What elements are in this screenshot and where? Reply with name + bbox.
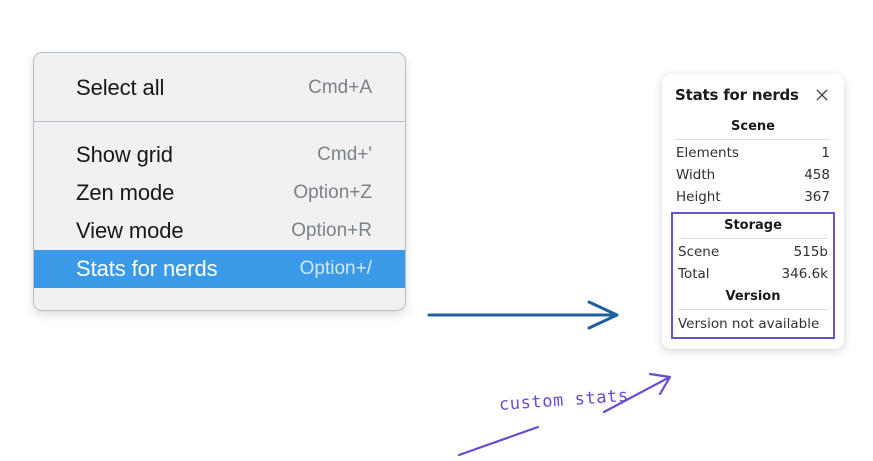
section-title-scene: Scene bbox=[731, 119, 775, 134]
section-rule bbox=[678, 238, 828, 239]
close-icon[interactable] bbox=[814, 87, 830, 103]
stat-label: Elements bbox=[676, 145, 739, 161]
menu-item-zen-mode[interactable]: Zen mode Option+Z bbox=[34, 174, 405, 212]
panel-header: Stats for nerds bbox=[675, 86, 831, 104]
stat-row-storage-scene: Scene 515b bbox=[677, 241, 829, 263]
blue-arrow-to-panel bbox=[427, 300, 619, 330]
menu-item-label: View mode bbox=[76, 218, 184, 243]
stat-label: Total bbox=[678, 266, 710, 282]
stat-value: 367 bbox=[804, 189, 830, 205]
stat-value: 1 bbox=[821, 145, 830, 161]
stat-label: Scene bbox=[678, 244, 720, 260]
menu-item-label: Select all bbox=[76, 75, 165, 100]
menu-item-select-all[interactable]: Select all Cmd+A bbox=[34, 69, 405, 107]
stat-value: 346.6k bbox=[781, 266, 828, 282]
stat-value: 515b bbox=[793, 244, 828, 260]
section-title-storage: Storage bbox=[724, 218, 782, 233]
menu-group-1: Select all Cmd+A bbox=[34, 53, 405, 121]
menu-item-shortcut: Option+R bbox=[291, 220, 372, 241]
custom-stats-block: Storage Scene 515b Total 346.6k Version … bbox=[671, 212, 835, 339]
menu-footer-spacer bbox=[34, 288, 405, 310]
menu-item-label: Stats for nerds bbox=[76, 256, 218, 281]
menu-item-shortcut: Cmd+' bbox=[317, 144, 372, 165]
menu-item-show-grid[interactable]: Show grid Cmd+' bbox=[34, 136, 405, 174]
section-rule bbox=[676, 139, 830, 140]
version-note: Version not available bbox=[678, 316, 820, 332]
stat-label: Height bbox=[676, 189, 721, 205]
section-rule bbox=[678, 309, 828, 310]
menu-item-label: Show grid bbox=[76, 142, 173, 167]
annotation-label-custom-stats: custom stats bbox=[498, 385, 630, 415]
stat-value: 458 bbox=[804, 167, 830, 183]
panel-title: Stats for nerds bbox=[675, 86, 799, 104]
purple-underline-stroke bbox=[457, 425, 540, 457]
menu-item-stats-for-nerds[interactable]: Stats for nerds Option+/ bbox=[34, 250, 405, 288]
menu-item-view-mode[interactable]: View mode Option+R bbox=[34, 212, 405, 250]
stats-for-nerds-panel[interactable]: Stats for nerds Scene Elements 1 Width 4… bbox=[662, 74, 844, 349]
menu-item-shortcut: Cmd+A bbox=[308, 77, 372, 98]
stat-row-storage-total: Total 346.6k bbox=[677, 263, 829, 285]
stat-label: Width bbox=[676, 167, 716, 183]
menu-separator bbox=[34, 121, 405, 122]
section-title-version: Version bbox=[725, 289, 781, 304]
menu-item-shortcut: Option+/ bbox=[299, 258, 372, 279]
stat-row-elements: Elements 1 bbox=[675, 142, 831, 164]
menu-group-2: Show grid Cmd+' Zen mode Option+Z View m… bbox=[34, 122, 405, 288]
menu-item-label: Zen mode bbox=[76, 180, 175, 205]
menu-item-shortcut: Option+Z bbox=[293, 182, 372, 203]
stat-row-width: Width 458 bbox=[675, 164, 831, 186]
context-menu[interactable]: Select all Cmd+A Show grid Cmd+' Zen mod… bbox=[33, 52, 406, 311]
stat-row-height: Height 367 bbox=[675, 186, 831, 208]
